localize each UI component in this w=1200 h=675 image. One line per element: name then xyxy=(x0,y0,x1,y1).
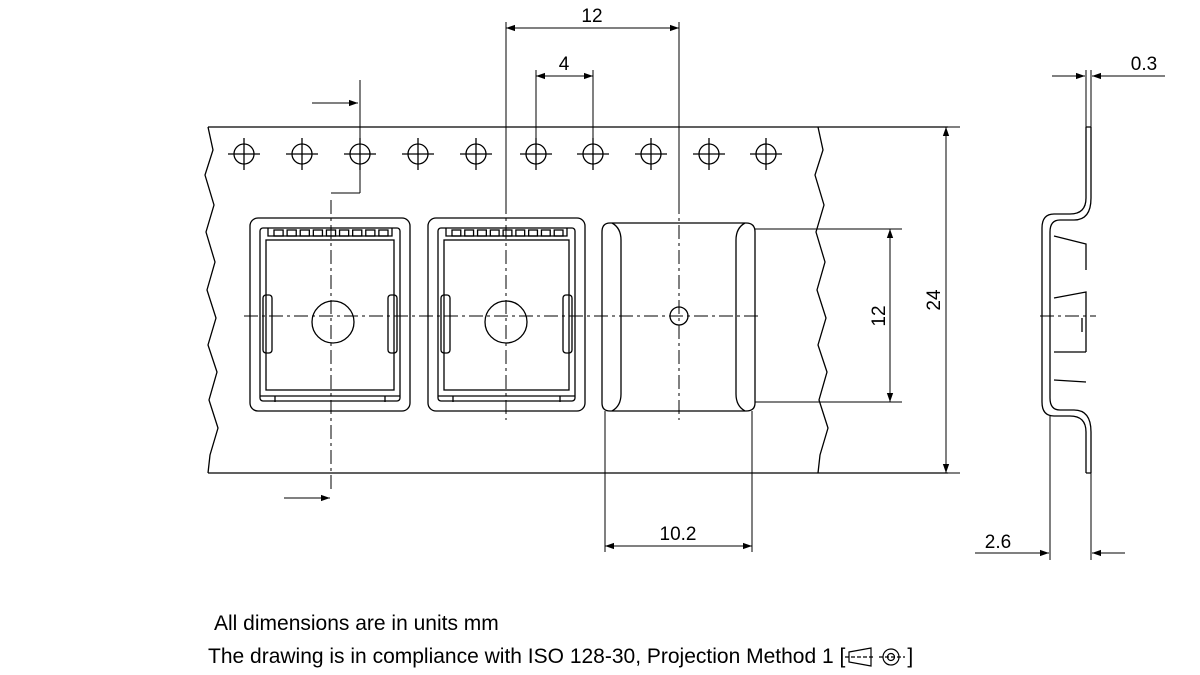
lead-tooth xyxy=(476,229,487,237)
lead-tooth xyxy=(365,229,376,237)
projection-method-icon xyxy=(845,647,906,667)
lead-tooth xyxy=(502,229,513,237)
lead-tooth xyxy=(273,229,284,237)
dimension-lines xyxy=(284,22,1165,560)
dim-pocket-length: 10.2 xyxy=(660,524,697,545)
dim-thickness: 0.3 xyxy=(1131,54,1157,75)
lead-tooth xyxy=(312,229,324,237)
lead-tooth xyxy=(489,229,500,237)
lead-tooth xyxy=(553,229,564,237)
centre-lines xyxy=(244,200,1096,490)
lead-tooth xyxy=(338,229,350,237)
lead-tooth xyxy=(528,229,539,237)
lead-tooth xyxy=(451,229,462,237)
lead-tooth xyxy=(540,229,551,237)
dim-tape-width: 24 xyxy=(924,289,945,311)
lead-tooth xyxy=(352,229,363,237)
dim-pocket-width: 12 xyxy=(869,305,890,326)
lead-tooth xyxy=(464,229,475,237)
dim-pocket-depth: 2.6 xyxy=(985,532,1011,553)
dim-pocket-pitch: 12 xyxy=(581,6,602,27)
compliance-text-end: ] xyxy=(907,645,914,668)
compliance-note: The drawing is in compliance with ISO 12… xyxy=(208,645,913,669)
side-view xyxy=(1041,126,1092,474)
compliance-text: The drawing is in compliance with ISO 12… xyxy=(208,645,846,668)
dim-hole-pitch: 4 xyxy=(559,54,570,75)
units-note: All dimensions are in units mm xyxy=(214,612,499,635)
pocket-3 xyxy=(601,222,756,412)
lead-tooth xyxy=(515,229,526,237)
sprocket-holes xyxy=(228,138,782,170)
lead-tooth xyxy=(299,229,310,237)
lead-tooth xyxy=(378,229,389,237)
lead-tooth xyxy=(286,229,297,237)
tape-outline xyxy=(204,126,948,474)
pocket-1 xyxy=(249,217,411,412)
